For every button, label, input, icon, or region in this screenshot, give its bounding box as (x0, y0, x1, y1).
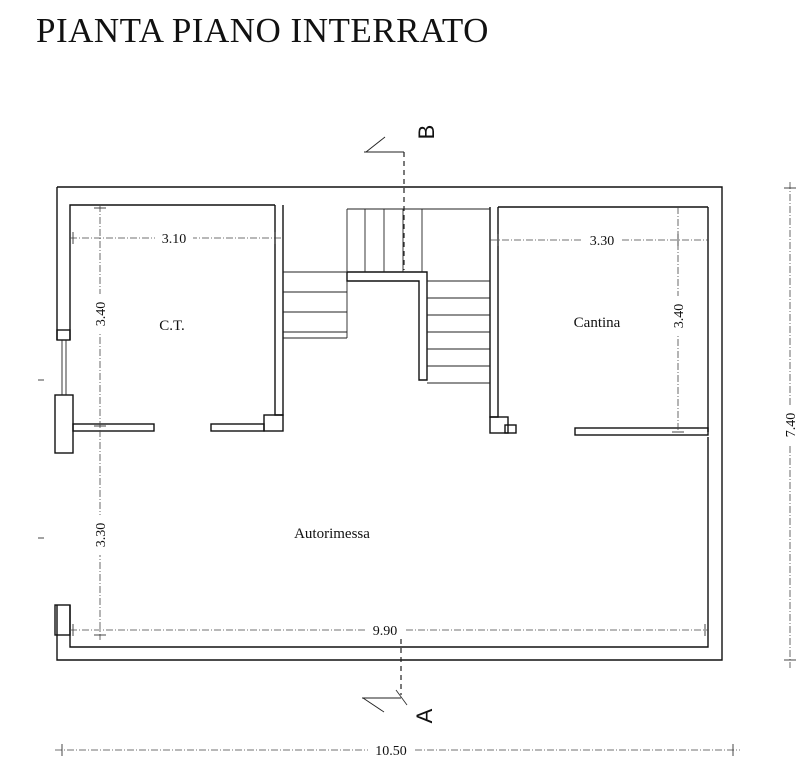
dimension-lines (38, 182, 796, 756)
plan-title: PIANTA PIANO INTERRATO (36, 11, 489, 50)
dim-ct-width: 3.10 (162, 232, 187, 247)
room-label-cantina: Cantina (574, 315, 621, 331)
outer-walls (54, 186, 723, 661)
room-label-ct: C.T. (159, 318, 185, 334)
dim-outer-height: 7.40 (784, 413, 799, 438)
section-mark-a: A (412, 708, 437, 723)
dim-cantina-height: 3.40 (672, 304, 687, 329)
dim-garage-height: 3.30 (94, 523, 109, 548)
staircase (283, 208, 490, 384)
dim-ct-height: 3.40 (94, 302, 109, 327)
dim-inner-width: 9.90 (373, 624, 398, 639)
section-mark-b: B (414, 125, 439, 140)
room-label-autorimessa: Autorimessa (294, 526, 370, 542)
dim-outer-width: 10.50 (375, 744, 407, 759)
section-axis (362, 136, 408, 713)
dim-cantina-width: 3.30 (590, 234, 615, 249)
